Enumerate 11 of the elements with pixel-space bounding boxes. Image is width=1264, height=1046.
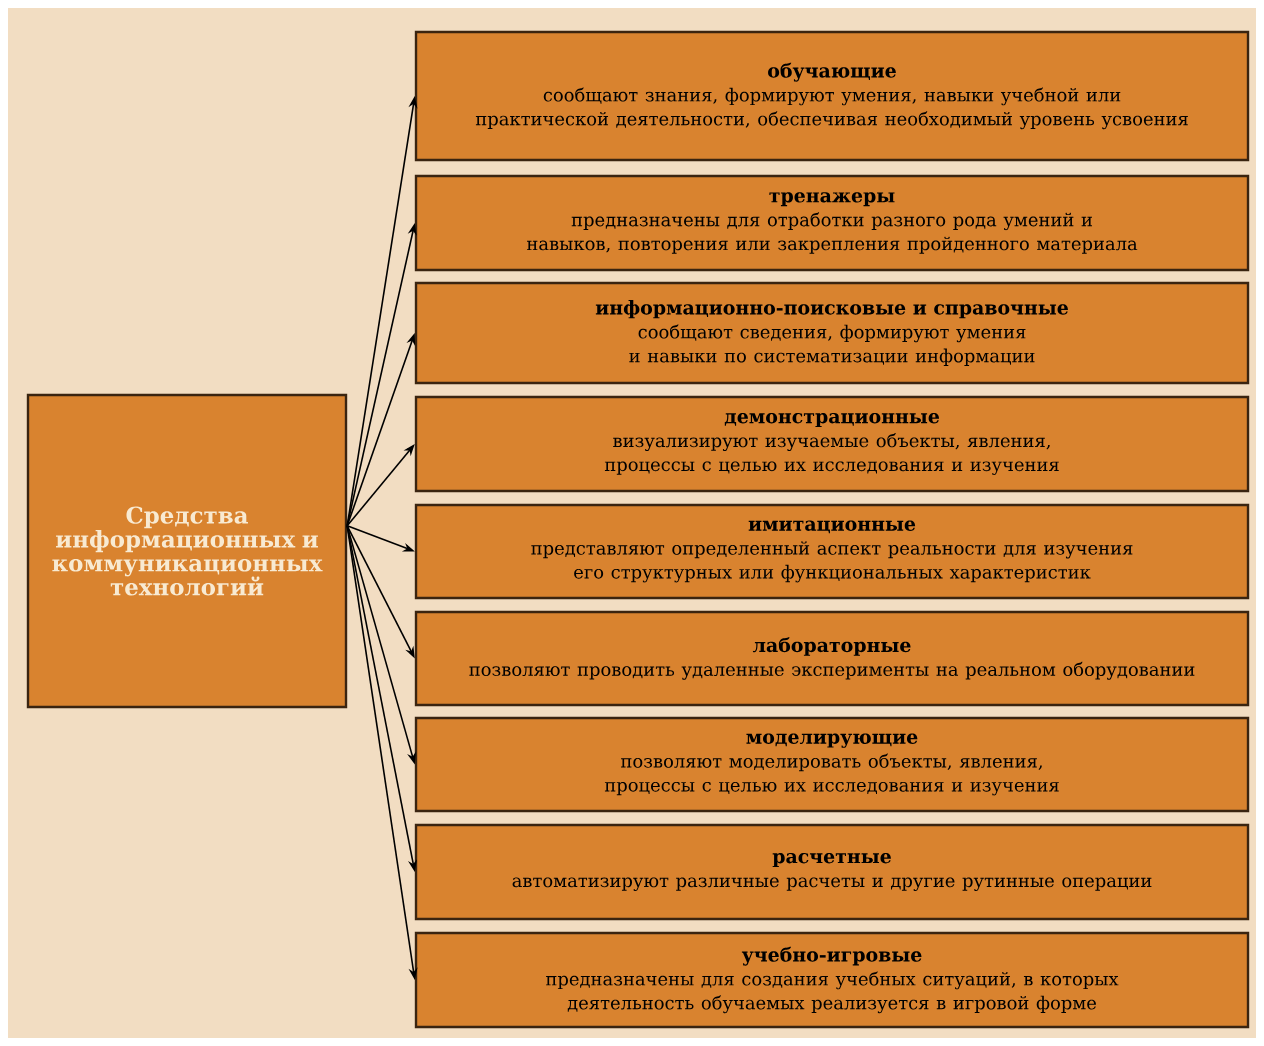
type-box: расчетные автоматизируют различные расчеты и другие рутинные операции	[414, 823, 1250, 921]
type-box: тренажеры предназначены для отработки разного рода умений и навыков, повторения или закрепления пройденного материала	[414, 174, 1250, 272]
type-box: моделирующие позволяют моделировать объекты, явления, процессы с целью их исследования и изучения	[414, 716, 1250, 813]
category-box: Средства информационных и коммуникационных технологий	[26, 393, 348, 709]
type-box: учебно-игровые предназначены для создания учебных ситуаций, в которых деятельность обучаемых реализуется в игровой форме	[414, 931, 1250, 1029]
type-box: демонстрационные визуализируют изучаемые объекты, явления, процессы с целью их исследования и изучения	[414, 395, 1250, 493]
arrow	[346, 444, 415, 527]
type-box: имитационные представляют определенный аспект реальности для изучения его структурных или функциональных характеристик	[414, 503, 1250, 600]
type-box: информационно-поисковые и справочные сообщают сведения, формируют умения и навыки по систематизации информации	[414, 281, 1250, 385]
type-box: лабораторные позволяют проводить удаленные эксперименты на реальном оборудовании	[414, 610, 1250, 707]
type-box: обучающие сообщают знания, формируют умения, навыки учебной или практической деятельности, обеспечивая необходимый уровень усвоения	[414, 30, 1250, 162]
